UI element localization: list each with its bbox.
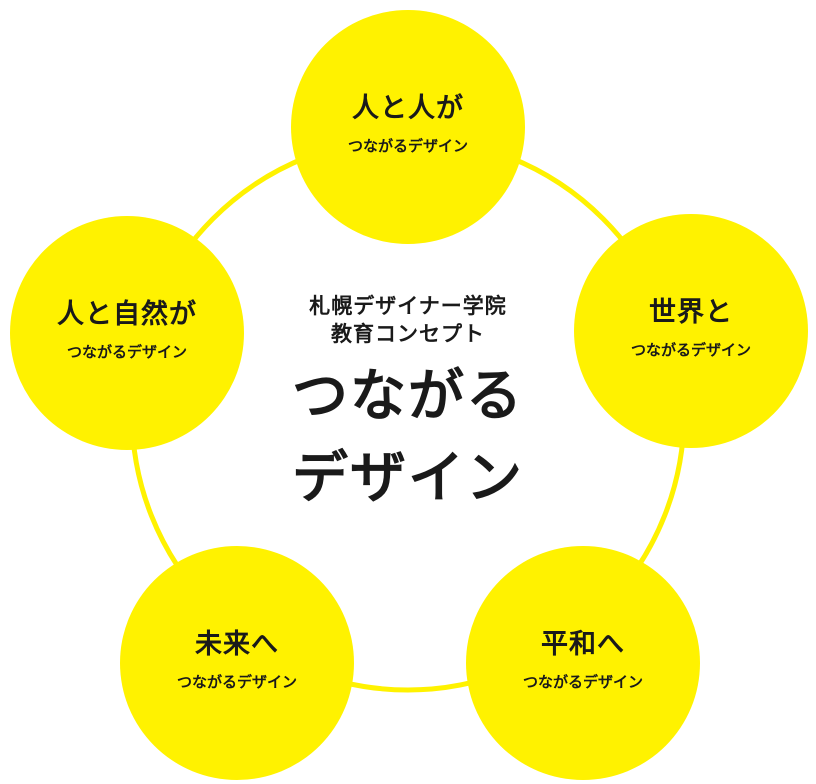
concept-center: 札幌デザイナー学院 教育コンセプト つながる デザイン (208, 292, 608, 512)
node-people: 人と人が つながるデザイン (291, 10, 525, 244)
node-future: 未来へ つながるデザイン (120, 546, 354, 780)
node-tag: つながるデザイン (66, 343, 187, 361)
concept-subtitle-line2: 教育コンセプト (331, 322, 485, 346)
node-nature: 人と自然が つながるデザイン (10, 216, 244, 450)
node-title: 未来へ (195, 629, 279, 660)
node-tag: つながるデザイン (347, 137, 468, 155)
node-world: 世界と つながるデザイン (574, 214, 808, 448)
node-peace: 平和へ つながるデザイン (466, 546, 700, 780)
concept-subtitle-line1: 札幌デザイナー学院 (309, 294, 507, 318)
node-tag: つながるデザイン (176, 673, 297, 691)
node-title: 平和へ (541, 629, 625, 660)
node-tag: つながるデザイン (522, 673, 643, 691)
node-title: 人と自然が (57, 299, 197, 330)
node-title: 人と人が (352, 93, 464, 124)
concept-title-line2: デザイン (292, 446, 524, 511)
concept-title-line1: つながる (292, 364, 524, 429)
node-title: 世界と (649, 297, 733, 328)
node-tag: つながるデザイン (630, 341, 751, 359)
